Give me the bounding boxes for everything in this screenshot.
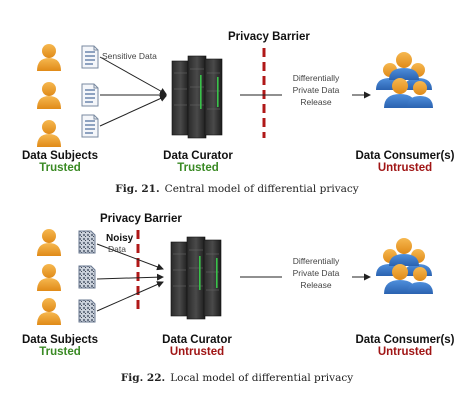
document-icon [81,114,99,138]
figure-caption: Fig. 22. Local model of differential priv… [121,372,353,384]
data-consumers-label: Data Consumer(s) [355,334,454,346]
privacy-barrier-label: Privacy Barrier [228,31,310,43]
central-model-diagram: Sensitive Data Privacy Barrier Different… [22,31,455,195]
local-model-diagram: Privacy Barrier Noisy Data Differentiall… [22,213,455,384]
caption-number: Fig. 21. [115,183,159,195]
document-icon [81,45,99,69]
caption-text: Central model of differential privacy [165,183,359,195]
data-flow-arrow [96,281,164,312]
noisy-document-icon [78,265,96,289]
caption-number: Fig. 22. [121,372,165,384]
release-label-line: Differentially [293,73,340,83]
figure-caption: Fig. 21. Central model of differential pr… [115,183,358,195]
noisy-document-icon [78,299,96,323]
document-icon [81,83,99,107]
data-subjects-trust: Trusted [39,346,81,358]
person-icon [37,229,61,256]
data-curator-trust: Untrusted [170,346,224,358]
data-flow-arrow [96,273,164,281]
release-label-line: Private Data [293,85,340,95]
noisy-document-icon [78,230,96,254]
caption-text: Local model of differential privacy [170,372,353,384]
data-consumers-label: Data Consumer(s) [355,150,454,162]
data-subjects-trust: Trusted [39,162,81,174]
person-icon [37,298,61,325]
sensitive-data-label: Sensitive Data [102,51,157,61]
release-label-line: Private Data [293,268,340,278]
privacy-barrier-label: Privacy Barrier [100,213,182,225]
noisy-data-label: Data [108,244,126,254]
person-icon [37,120,61,147]
data-flow-arrow [96,243,164,271]
person-icon [37,82,61,109]
person-icon [37,264,61,291]
server-icon [171,55,223,139]
data-subjects-label: Data Subjects [22,334,98,346]
release-label-line: Release [300,280,331,290]
release-label-line: Differentially [293,256,340,266]
data-curator-label: Data Curator [162,334,232,346]
user-group-icon [376,52,433,108]
data-curator-trust: Trusted [177,162,219,174]
data-curator-label: Data Curator [163,150,233,162]
data-subjects-label: Data Subjects [22,150,98,162]
release-label-line: Release [300,97,331,107]
data-consumers-trust: Untrusted [378,162,432,174]
person-icon [37,44,61,71]
server-icon [170,236,222,320]
data-flow-arrow [99,95,167,127]
noisy-data-label: Noisy [106,233,134,244]
data-consumers-trust: Untrusted [378,346,432,358]
data-flow-arrow [99,56,167,95]
user-group-icon [376,238,433,294]
